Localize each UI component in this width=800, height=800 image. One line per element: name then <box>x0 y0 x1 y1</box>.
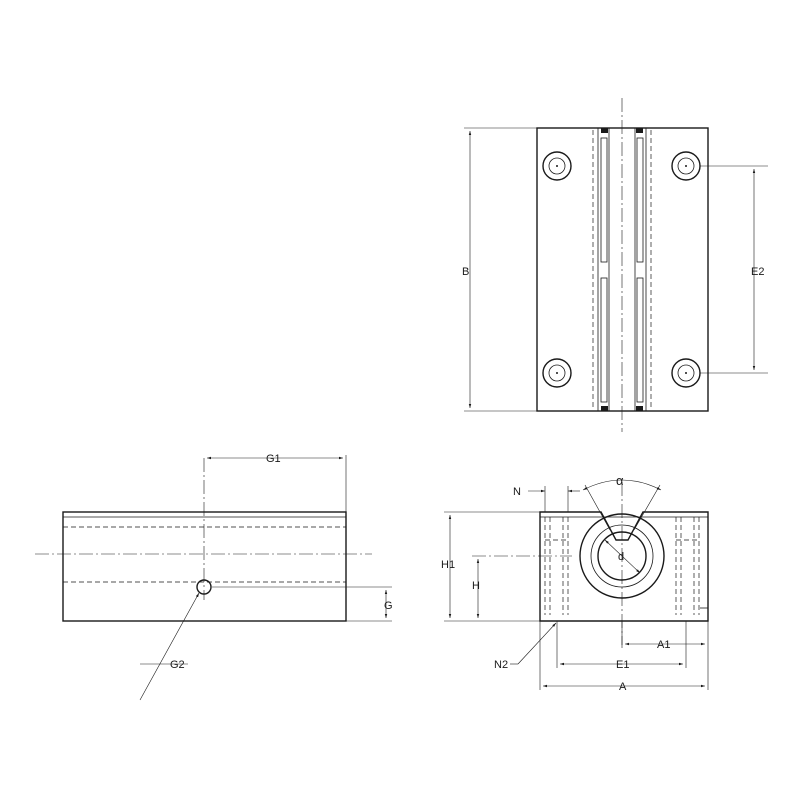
retainer-lower-left <box>600 277 608 403</box>
seal-top-left <box>601 128 608 133</box>
dim-label-b: B <box>462 266 469 278</box>
dim-label-n: N <box>513 486 521 498</box>
dim-d-line <box>604 539 641 574</box>
dim-label-n2: N2 <box>494 659 508 671</box>
front-view-body <box>539 511 709 622</box>
dim-label-alpha: α <box>616 473 624 488</box>
dim-label-g2: G2 <box>170 659 185 671</box>
dim-label-e1: E1 <box>616 659 629 671</box>
seal-bottom-left <box>601 406 608 411</box>
seal-top-right <box>636 128 643 133</box>
top-view: B E2 <box>462 98 768 432</box>
dim-label-e2: E2 <box>751 266 764 278</box>
side-view: G1 G G2 <box>35 453 393 701</box>
mounting-hole-top-left <box>542 151 572 181</box>
leader-n2 <box>517 622 557 665</box>
alpha-ext-right <box>633 484 661 531</box>
mounting-hole-bottom-left <box>542 358 572 388</box>
mounting-hole-bottom-right <box>671 358 701 388</box>
dim-label-g1: G1 <box>266 453 281 465</box>
dim-label-h: H <box>472 580 480 592</box>
lube-hole <box>196 579 212 595</box>
dim-label-d: d <box>618 551 624 563</box>
dim-label-a: A <box>619 681 627 693</box>
top-view-body <box>536 127 709 412</box>
dim-label-g: G <box>384 600 393 612</box>
retainer-upper-left <box>600 137 608 263</box>
seal-bottom-right <box>636 406 643 411</box>
front-view: d α N H1 H <box>441 473 709 693</box>
leader-g2 <box>139 592 200 701</box>
retainer-upper-right <box>636 137 644 263</box>
mounting-hole-top-right <box>671 151 701 181</box>
alpha-arc <box>582 479 662 491</box>
side-view-body <box>62 511 347 622</box>
dim-label-h1: H1 <box>441 559 455 571</box>
alpha-ext-left <box>584 484 611 531</box>
retainer-lower-right <box>636 277 644 403</box>
dim-label-a1: A1 <box>657 639 670 651</box>
